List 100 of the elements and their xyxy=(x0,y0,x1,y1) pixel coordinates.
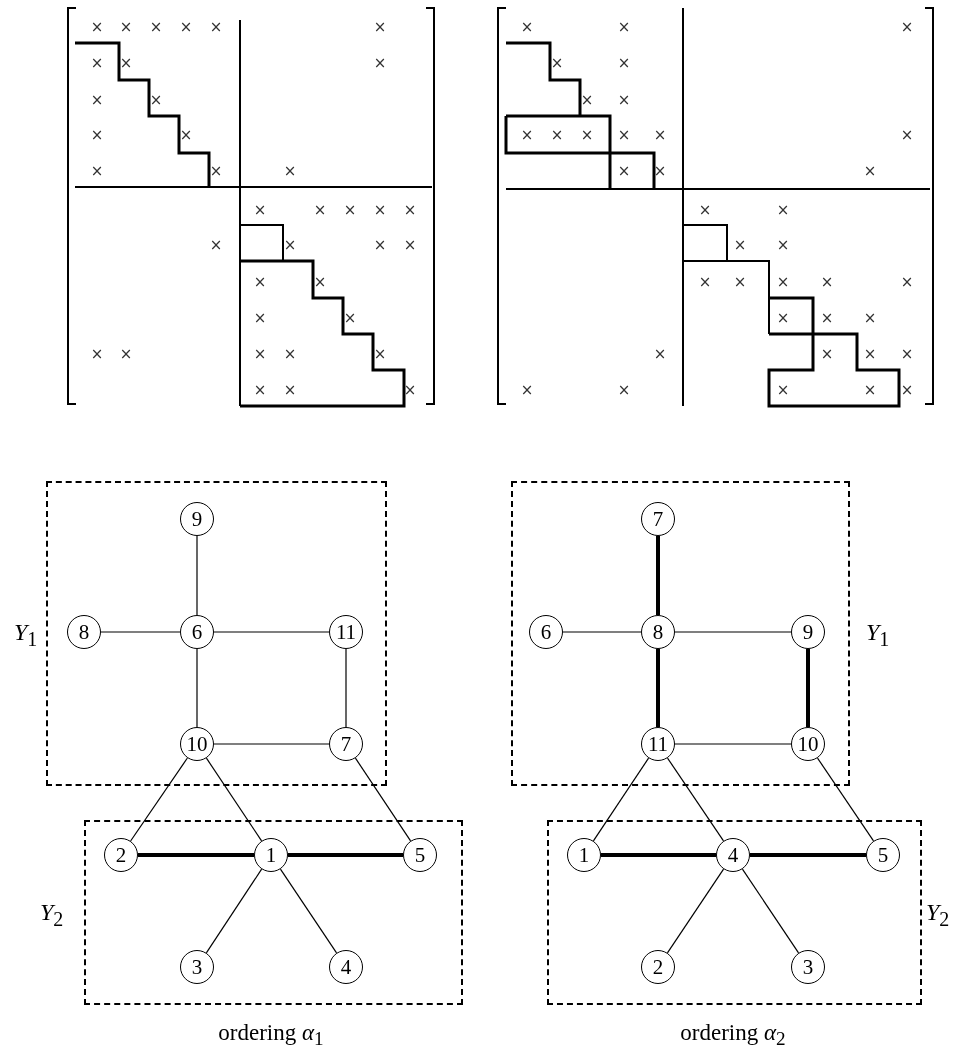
matrix-entry: × xyxy=(179,127,193,143)
edge-line xyxy=(130,757,188,842)
vertex-circle: 9 xyxy=(180,502,214,536)
caption: ordering α$_{1}$ xyxy=(218,1019,324,1051)
edge-line xyxy=(674,631,792,633)
matrix-entry: × xyxy=(698,274,712,290)
matrix-entry: × xyxy=(373,237,387,253)
vertex-circle: 11 xyxy=(641,727,675,761)
edge-line xyxy=(138,853,254,857)
matrix-entry: × xyxy=(149,92,163,108)
edge-line xyxy=(288,853,403,857)
matrix-entry: × xyxy=(90,346,104,362)
edge-line xyxy=(601,853,716,857)
vertex-circle: 6 xyxy=(180,615,214,649)
matrix-entry: × xyxy=(253,346,267,362)
matrix-entry: × xyxy=(209,19,223,35)
vertex-circle: 2 xyxy=(104,838,138,872)
caption: ordering α$_{2}$ xyxy=(680,1019,786,1051)
edge-line xyxy=(674,743,792,745)
matrix-entry: × xyxy=(149,19,163,35)
matrix-entry: × xyxy=(863,382,877,398)
matrix-entry: × xyxy=(653,346,667,362)
matrix-entry: × xyxy=(900,274,914,290)
matrix-entry: × xyxy=(653,127,667,143)
matrix-entry: × xyxy=(373,202,387,218)
matrix-entry: × xyxy=(863,346,877,362)
vertex-circle: 3 xyxy=(180,950,214,984)
matrix-entry: × xyxy=(373,19,387,35)
vertex-circle: 6 xyxy=(529,615,563,649)
matrix-entry: × xyxy=(617,19,631,35)
matrix-entry: × xyxy=(403,202,417,218)
vertex-circle: 4 xyxy=(716,838,750,872)
matrix-entry: × xyxy=(733,237,747,253)
matrix-entry: × xyxy=(90,92,104,108)
matrix-entry: × xyxy=(776,274,790,290)
matrix-entry: × xyxy=(900,127,914,143)
matrix-entry: × xyxy=(617,127,631,143)
vertex-circle: 7 xyxy=(329,727,363,761)
edge-line xyxy=(196,648,198,728)
vertex-circle: 7 xyxy=(641,502,675,536)
matrix-entry: × xyxy=(313,274,327,290)
matrix-entry: × xyxy=(580,92,594,108)
matrix-entry: × xyxy=(900,382,914,398)
edge-line xyxy=(656,649,660,727)
matrix-entry: × xyxy=(520,382,534,398)
matrix-entry: × xyxy=(119,55,133,71)
edge-line xyxy=(816,757,875,842)
matrix-entry: × xyxy=(119,346,133,362)
matrix-entry: × xyxy=(179,19,193,35)
matrix-entry: × xyxy=(580,127,594,143)
matrix-entry: × xyxy=(776,237,790,253)
matrix-entry: × xyxy=(776,310,790,326)
edge-line xyxy=(279,868,338,954)
matrix-entry: × xyxy=(90,55,104,71)
vertex-circle: 8 xyxy=(67,615,101,649)
edge-line xyxy=(345,648,347,728)
matrix-entry: × xyxy=(253,202,267,218)
vertex-circle: 11 xyxy=(329,615,363,649)
group-label: Y$_{1}$ xyxy=(866,619,890,652)
matrix-entry: × xyxy=(617,382,631,398)
vertex-circle: 2 xyxy=(641,950,675,984)
vertex-circle: 9 xyxy=(791,615,825,649)
vertex-circle: 1 xyxy=(254,838,288,872)
matrix-entry: × xyxy=(520,127,534,143)
matrix-entry: × xyxy=(617,92,631,108)
matrix-entry: × xyxy=(90,127,104,143)
vertex-circle: 5 xyxy=(403,838,437,872)
matrix-entry: × xyxy=(343,202,357,218)
matrix-entry: × xyxy=(698,202,712,218)
group-label: Y$_{2}$ xyxy=(40,899,64,932)
matrix-entry: × xyxy=(253,310,267,326)
edge-line xyxy=(592,757,650,842)
edge-line xyxy=(750,853,866,857)
matrix-entry: × xyxy=(373,55,387,71)
edge-line xyxy=(562,631,642,633)
vertex-circle: 4 xyxy=(329,950,363,984)
edge-line xyxy=(196,535,198,616)
matrix-entry: × xyxy=(209,237,223,253)
matrix-entry: × xyxy=(776,202,790,218)
matrix-entry: × xyxy=(253,274,267,290)
matrix-entry: × xyxy=(119,19,133,35)
matrix-entry: × xyxy=(900,19,914,35)
matrix-entry: × xyxy=(90,19,104,35)
matrix-entry: × xyxy=(283,346,297,362)
matrix-entry: × xyxy=(733,274,747,290)
matrix-entry: × xyxy=(617,163,631,179)
matrix-entry: × xyxy=(90,163,104,179)
matrix-entry: × xyxy=(900,346,914,362)
matrix-entry: × xyxy=(863,310,877,326)
edge-line xyxy=(666,757,725,842)
group-label: Y$_{2}$ xyxy=(926,899,950,932)
edge-line xyxy=(354,757,412,842)
matrix-entry: × xyxy=(403,237,417,253)
matrix-entry: × xyxy=(820,274,834,290)
vertex-circle: 3 xyxy=(791,950,825,984)
matrix-entry: × xyxy=(403,382,417,398)
edge-line xyxy=(741,868,800,954)
matrix-entry: × xyxy=(653,163,667,179)
vertex-circle: 1 xyxy=(567,838,601,872)
edge-line xyxy=(656,536,660,615)
